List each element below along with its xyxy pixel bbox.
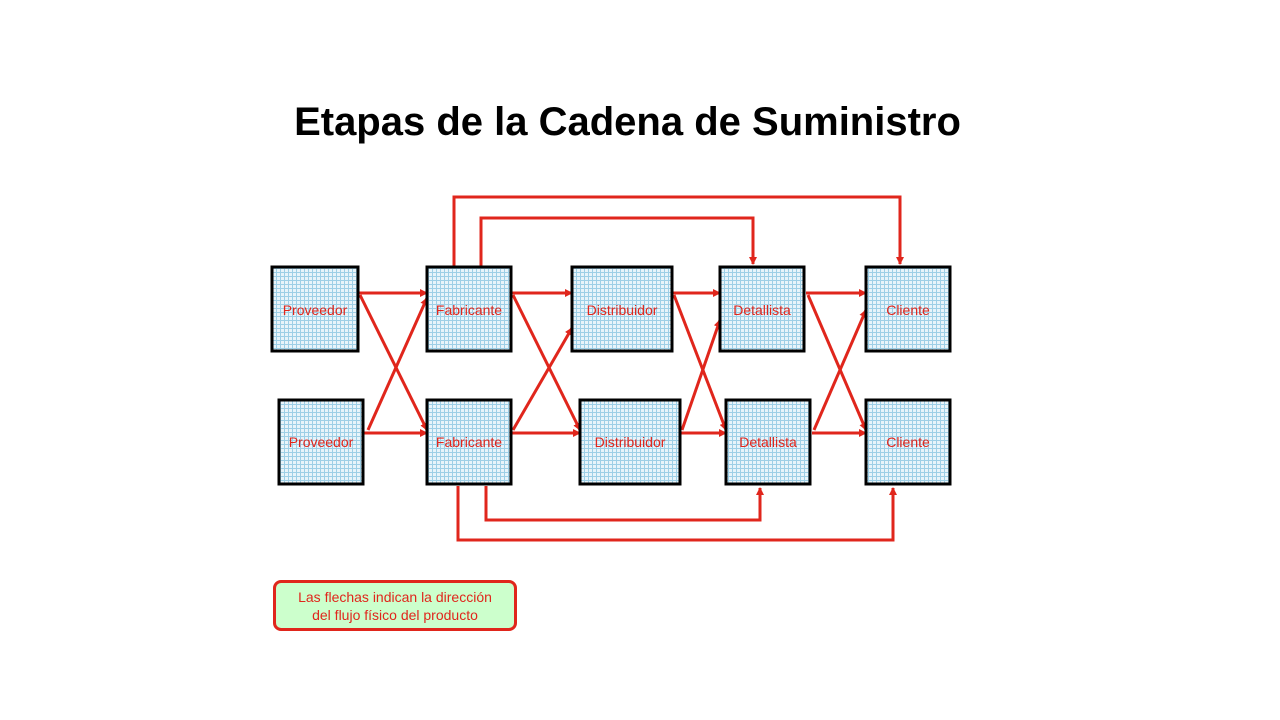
arrow-fabricante-cliente-bottom-route [456, 486, 897, 542]
node-detallista-bottom: Detallista [724, 398, 812, 486]
arrow-cross-2b [511, 327, 574, 431]
node-label: Fabricante [436, 302, 502, 318]
page-title: Etapas de la Cadena de Suministro [294, 100, 961, 144]
node-label: Detallista [739, 434, 797, 450]
arrow-fabricante-detallista-bottom-route [484, 486, 764, 522]
arrow-cross-1a [358, 294, 429, 431]
arrow-cross-4b [812, 309, 868, 431]
node-distribuidor-bottom: Distribuidor [578, 398, 682, 486]
arrow-fabricante-cliente-top-route [452, 195, 904, 267]
legend-note: Las flechas indican la dirección del flu… [273, 580, 517, 631]
node-label: Distribuidor [595, 434, 666, 450]
node-cliente-top: Cliente [864, 265, 952, 353]
node-label: Proveedor [289, 434, 354, 450]
node-proveedor-bottom: Proveedor [277, 398, 365, 486]
node-label: Distribuidor [587, 302, 658, 318]
node-label: Detallista [733, 302, 791, 318]
node-label: Cliente [886, 434, 930, 450]
node-label: Proveedor [283, 302, 348, 318]
arrow-cross-1b [366, 297, 429, 431]
node-fabricante-bottom: Fabricante [425, 398, 513, 486]
node-fabricante-top: Fabricante [425, 265, 513, 353]
node-detallista-top: Detallista [718, 265, 806, 353]
arrow-cross-4a [806, 294, 868, 431]
node-distribuidor-top: Distribuidor [570, 265, 674, 353]
node-cliente-bottom: Cliente [864, 398, 952, 486]
note-line-1: Las flechas indican la dirección [298, 588, 492, 605]
arrow-cross-3a [672, 294, 728, 431]
note-line-2: del flujo físico del producto [312, 606, 478, 623]
arrow-fabricante-detallista-top-route [479, 216, 757, 267]
node-label: Fabricante [436, 434, 502, 450]
node-proveedor-top: Proveedor [270, 265, 360, 353]
node-label: Cliente [886, 302, 930, 318]
arrow-cross-2a [511, 294, 582, 431]
arrow-cross-3b [680, 319, 722, 431]
